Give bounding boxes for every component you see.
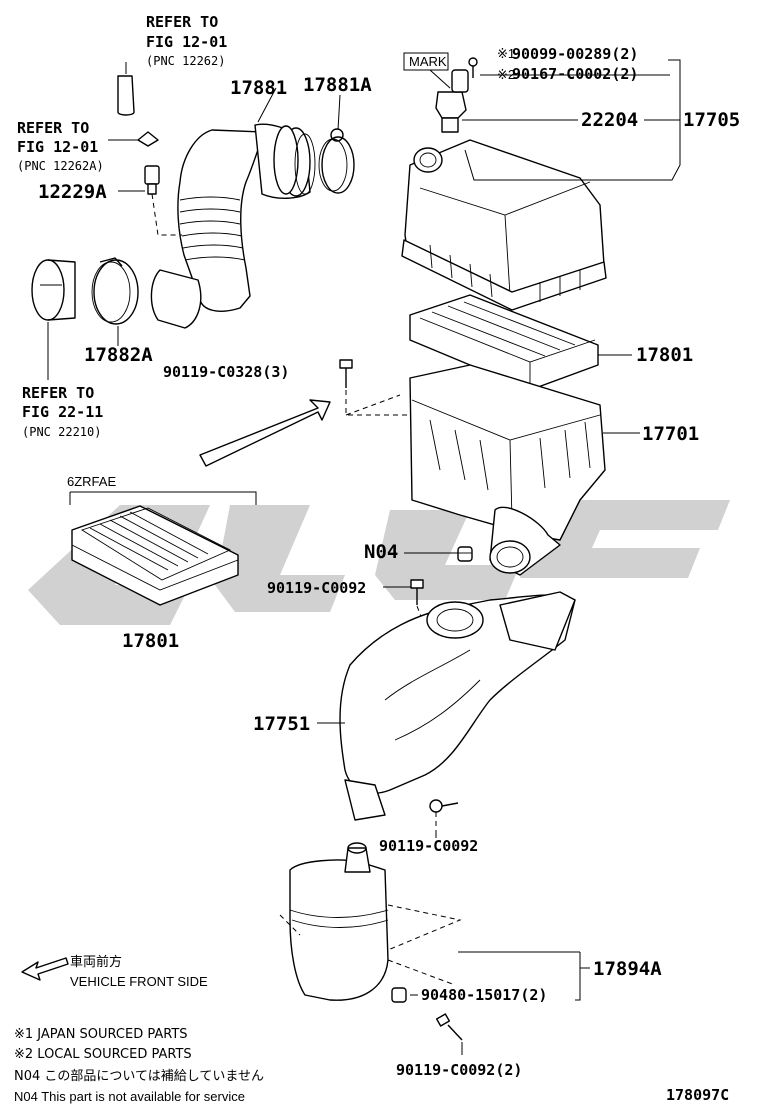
- label-17882A: 17882A: [84, 344, 153, 366]
- ref-line-1: REFER TO: [17, 119, 89, 137]
- label-17881: 17881: [230, 77, 287, 99]
- legend-n04-en: N04 This part is not available for servi…: [14, 1089, 245, 1104]
- ref-line-1: REFER TO: [22, 384, 94, 402]
- label-90119-C0092-c: 90119-C0092(2): [396, 1061, 522, 1079]
- ref-fig-12-01-top: REFER TO FIG 12-01 (PNC 12262): [146, 13, 227, 68]
- air-cleaner-case-17701: [409, 364, 606, 576]
- ref-line-1: REFER TO: [146, 13, 218, 31]
- label-17751: 17751: [253, 713, 310, 735]
- legend-local: ※2 LOCAL SOURCED PARTS: [14, 1047, 192, 1062]
- label-90167-C0002: 90167-C0002(2): [512, 65, 638, 83]
- label-17801-bottom: 17801: [122, 630, 179, 652]
- bolt-90119-C0092-c-icon: [435, 1013, 463, 1041]
- variant-label: 6ZRFAE: [67, 474, 116, 489]
- label-12229A: 12229A: [38, 181, 107, 203]
- throttle-ring: [31, 259, 76, 321]
- label-22204: 22204: [581, 109, 638, 131]
- ref-fig-22-11: REFER TO FIG 22-11 (PNC 22210): [22, 384, 103, 439]
- clamp-17881A: [318, 128, 355, 194]
- bolt-90119-C0328-icon: [339, 359, 410, 416]
- pipe-12262: [117, 62, 135, 116]
- label-17894A: 17894A: [593, 958, 662, 980]
- air-hose-17881: [150, 123, 316, 329]
- mark-label: MARK: [409, 54, 447, 69]
- ref-line-2: FIG 12-01: [146, 33, 227, 51]
- label-17801-top: 17801: [636, 344, 693, 366]
- ref-line-3: (PNC 22210): [22, 425, 101, 439]
- figure-id: 178097C: [666, 1086, 729, 1104]
- sensor-12229A: [137, 131, 182, 236]
- intake-duct-17751: [339, 591, 576, 821]
- resonator-17894A: [279, 842, 462, 1001]
- ref-line-2: FIG 22-11: [22, 403, 103, 421]
- ref-line-2: FIG 12-01: [17, 138, 98, 156]
- label-90119-C0328: 90119-C0328(3): [163, 363, 289, 381]
- mass-air-flow-sensor-22204: [403, 52, 469, 133]
- grommet-N04: [457, 546, 473, 562]
- direction-jp: 車両前方: [70, 954, 122, 970]
- label-17701: 17701: [642, 423, 699, 445]
- ref-line-3: (PNC 12262A): [17, 159, 104, 173]
- label-90099-00289: 90099-00289(2): [512, 45, 638, 63]
- star2-marker: ※2: [497, 67, 515, 82]
- filter-element-17801: [409, 294, 599, 391]
- leader-lines: [47, 59, 681, 1055]
- direction-en: VEHICLE FRONT SIDE: [70, 974, 208, 989]
- bolt-90119-C0092-b-icon: [429, 799, 459, 828]
- screw-90099-icon: [468, 57, 478, 78]
- air-cleaner-cap-17705: [401, 139, 607, 311]
- nut-90480-15017-icon: [391, 987, 407, 1003]
- label-N04: N04: [364, 541, 398, 563]
- star1-marker: ※1: [497, 46, 515, 61]
- ref-line-3: (PNC 12262): [146, 54, 225, 68]
- label-17705: 17705: [683, 109, 740, 131]
- label-17881A: 17881A: [303, 74, 372, 96]
- legend-n04-jp: N04 この部品については補給していません: [14, 1069, 264, 1084]
- label-90119-C0092-b: 90119-C0092: [379, 837, 478, 855]
- assembly-arrow: [199, 399, 331, 467]
- clamp-17882A: [91, 257, 139, 325]
- label-90480-15017: 90480-15017(2): [421, 986, 547, 1004]
- legend-japan: ※1 JAPAN SOURCED PARTS: [14, 1027, 188, 1042]
- vehicle-front-arrow-icon: [21, 957, 69, 981]
- ref-fig-12-01-left: REFER TO FIG 12-01 (PNC 12262A): [17, 119, 104, 173]
- label-90119-C0092-a: 90119-C0092: [267, 579, 366, 597]
- filter-6ZRFAE-17801: [69, 491, 257, 606]
